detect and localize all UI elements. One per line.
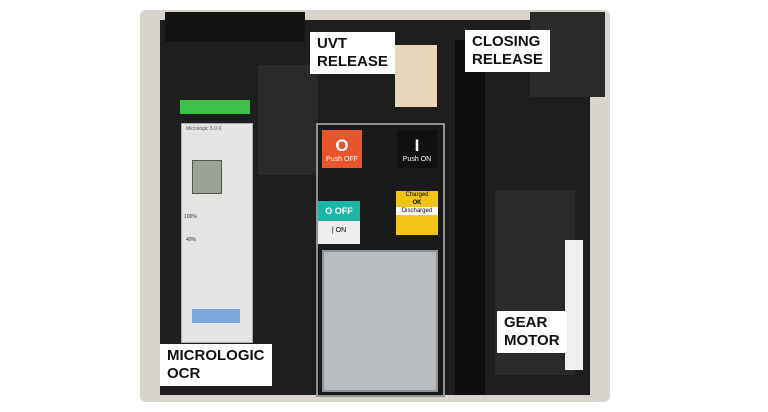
uvt-release-label: UVT RELEASE [310,32,395,74]
micrologic-label-line1: MICROLOGIC [167,347,265,364]
on-off-indicator: O OFF | ON [318,201,360,244]
charged-label: Charged [405,192,429,198]
push-on-symbol: I [414,135,420,155]
push-on-button[interactable]: I Push ON [397,130,437,168]
micrologic-label-line2: OCR [167,365,201,382]
push-off-button[interactable]: O Push OFF [322,130,362,168]
push-on-label: Push ON [402,155,432,163]
top-terminal-block [165,12,305,42]
closing-label-line1: CLOSING [472,33,541,50]
center-bar [455,40,485,395]
gear-motor-label: GEAR MOTOR [497,311,567,353]
discharged-label: Discharged [396,207,438,215]
micrologic-trip-unit: Micrologic 5.0 X 100% 40% [181,123,253,343]
motor-nameplate [565,240,583,370]
gear-label-line2: MOTOR [504,332,560,349]
gear-label-line1: GEAR [504,314,548,331]
closing-label-line2: RELEASE [472,51,543,68]
pct-100: 100% [184,214,197,220]
uvt-label-line1: UVT [317,35,347,52]
metal-shield-plate [322,250,438,392]
push-off-symbol: O [335,135,349,155]
closing-release-coil [395,45,437,107]
spring-charge-indicator: Charged OK Discharged [396,191,438,235]
trip-unit-display [192,160,222,194]
pct-40: 40% [186,237,197,243]
uvt-label-line2: RELEASE [317,53,388,70]
push-off-label: Push OFF [326,155,358,163]
off-indicator: O OFF [318,201,360,221]
settings-dials[interactable] [192,309,240,323]
closing-release-label: CLOSING RELEASE [465,30,550,72]
ok-label: OK [412,200,422,206]
on-indicator: | ON [331,227,347,234]
trip-unit-name: Micrologic 5.0 X [186,126,222,132]
green-terminal [180,100,250,114]
uvt-release-coil [258,65,318,175]
micrologic-ocr-label: MICROLOGIC OCR [160,344,272,386]
